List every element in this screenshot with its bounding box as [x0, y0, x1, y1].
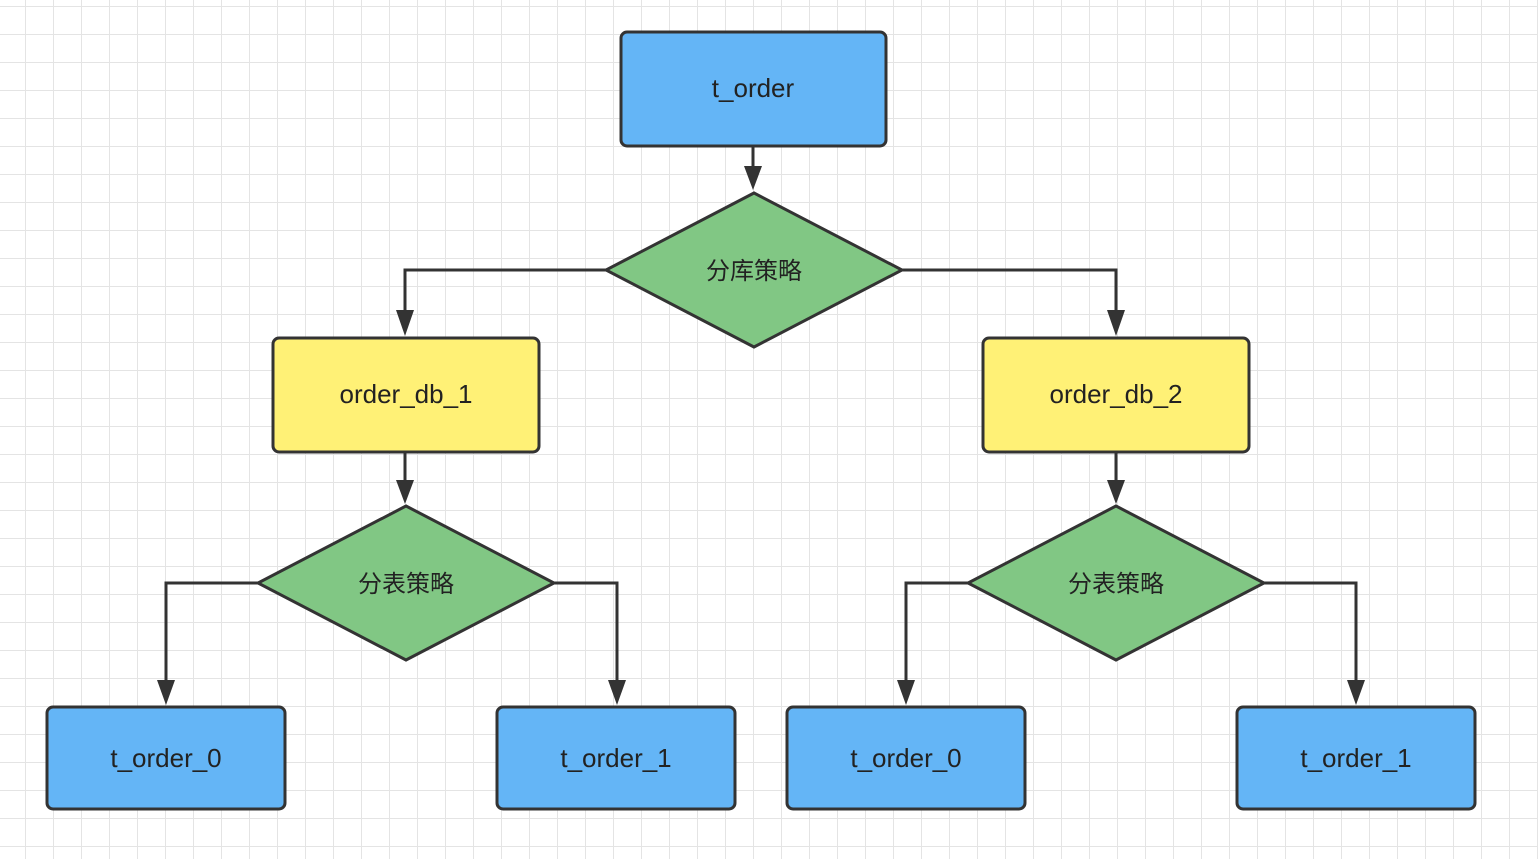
arrowhead-table-strategy-1-to-t0	[157, 680, 175, 705]
edge-db-strategy-to-db2	[902, 268, 1118, 316]
node-db-1-label: order_db_1	[340, 379, 473, 409]
arrowhead-table-strategy-2-to-t0	[897, 680, 915, 705]
decision-table-strategy-1-label: 分表策略	[358, 570, 454, 598]
node-db2-table-1-box	[1235, 705, 1477, 811]
arrowhead-root-to-db-strategy	[744, 166, 762, 190]
decision-db-strategy[interactable]: 分库策略	[602, 191, 906, 349]
node-root-label: t_order	[712, 73, 795, 103]
arrowhead-table-strategy-1-to-t1	[608, 680, 626, 705]
decision-table-strategy-1-shape	[254, 504, 558, 662]
arrowhead-db-strategy-to-db2	[1107, 310, 1125, 336]
edge-table-strategy-1-to-t1	[554, 581, 619, 684]
node-db-1-box	[271, 336, 541, 454]
node-db-2-box	[981, 336, 1251, 454]
node-root-box	[619, 30, 888, 148]
node-db2-table-0-box	[785, 705, 1027, 811]
arrowhead-db-strategy-to-db1	[396, 310, 414, 336]
node-db2-table-0-label: t_order_0	[850, 743, 961, 773]
node-db1-table-1-label: t_order_1	[560, 743, 671, 773]
node-db1-table-1-box	[495, 705, 737, 811]
node-db2-table-1-label: t_order_1	[1300, 743, 1411, 773]
decision-db-strategy-label: 分库策略	[706, 257, 802, 285]
node-db2-table-0[interactable]: t_order_0	[785, 705, 1027, 811]
arrowhead-db1-to-table-strategy-1	[396, 480, 414, 504]
node-db1-table-0-box	[45, 705, 287, 811]
node-db-2-label: order_db_2	[1050, 379, 1183, 409]
edge-table-strategy-1-to-t0	[164, 581, 258, 684]
node-db2-table-1[interactable]: t_order_1	[1235, 705, 1477, 811]
edges	[157, 147, 1365, 705]
decision-table-strategy-2-label: 分表策略	[1068, 570, 1164, 598]
node-db-2[interactable]: order_db_2	[981, 336, 1251, 454]
edge-table-strategy-2-to-t0	[904, 581, 968, 684]
node-db1-table-0-label: t_order_0	[110, 743, 221, 773]
decision-table-strategy-2-shape	[964, 504, 1268, 662]
arrowhead-table-strategy-2-to-t1	[1347, 680, 1365, 705]
arrowhead-db2-to-table-strategy-2	[1107, 480, 1125, 504]
node-root-table[interactable]: t_order	[619, 30, 888, 148]
decision-table-strategy-2[interactable]: 分表策略	[964, 504, 1268, 662]
node-db1-table-1[interactable]: t_order_1	[495, 705, 737, 811]
decision-db-strategy-shape	[602, 191, 906, 349]
node-db-1[interactable]: order_db_1	[271, 336, 541, 454]
node-db1-table-0[interactable]: t_order_0	[45, 705, 287, 811]
decision-table-strategy-1[interactable]: 分表策略	[254, 504, 558, 662]
edge-db-strategy-to-db1	[403, 268, 606, 316]
edge-table-strategy-2-to-t1	[1264, 581, 1358, 684]
